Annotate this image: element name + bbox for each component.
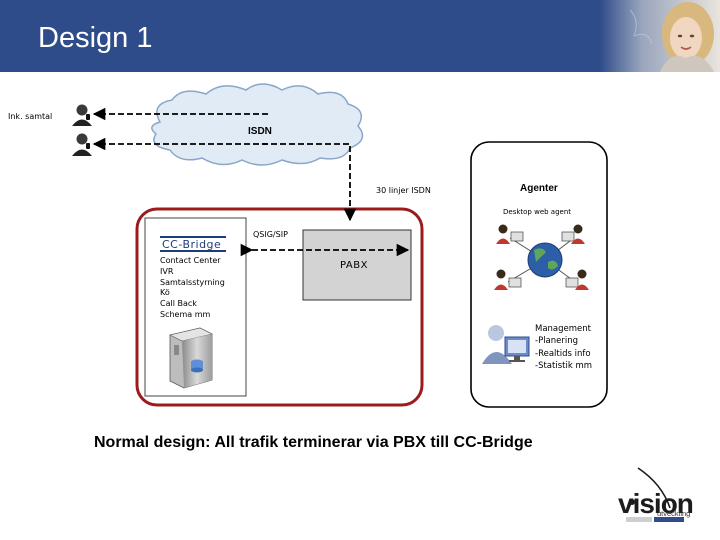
cc-bridge-logo-icon (160, 236, 226, 252)
agent-4-icon (565, 269, 589, 290)
management-list: Management -Planering -Realtids info -St… (535, 323, 592, 372)
qsig-label: QSIG/SIP (253, 230, 288, 239)
slide-header: Design 1 (0, 0, 720, 72)
agents-title: Agenter (520, 183, 558, 194)
feature-item: Contact Center (160, 256, 221, 265)
slide-title: Design 1 (38, 22, 153, 54)
cc-bridge-logo-text: CC-Bridge (162, 238, 222, 251)
slide-caption: Normal design: All trafik terminerar via… (94, 434, 533, 451)
caller-2-icon (72, 133, 92, 156)
vision-logo-subtitle: utveckling (657, 509, 691, 518)
pabx-box (302, 229, 412, 301)
caller-1-icon (72, 104, 92, 126)
management-item: Management (535, 324, 591, 334)
management-item: -Statistik mm (535, 360, 593, 371)
server-icon (169, 327, 213, 389)
isdn-cloud (151, 83, 364, 166)
management-item: -Realtids info (535, 348, 591, 359)
isdn-lines-label: 30 linjer ISDN (376, 186, 431, 195)
agent-2-icon (561, 224, 585, 244)
manager-icon (482, 325, 530, 364)
cc-bridge-feature-list: Contact Center IVR Samtalsstyrning Kö Ca… (160, 256, 225, 321)
agents-subtitle: Desktop web agent (503, 208, 572, 216)
pabx-label: PABX (340, 260, 368, 271)
management-item: -Planering (535, 336, 579, 347)
vision-logo-icon (626, 467, 684, 522)
feature-item: Call Back (160, 299, 197, 309)
agent-3-icon (494, 269, 522, 290)
agent-1-icon (496, 224, 524, 244)
feature-item: IVR (160, 266, 174, 276)
header-photo-icon (600, 0, 720, 72)
feature-item: Samtalsstyrning (160, 277, 225, 287)
incoming-calls-label: Ink. samtal (8, 112, 53, 121)
isdn-trunk-line (262, 143, 357, 222)
feature-item: Schema mm (160, 309, 211, 319)
vision-logo-word: vision (618, 488, 694, 519)
isdn-cloud-label: ISDN (248, 126, 272, 137)
feature-item: Kö (160, 288, 170, 298)
